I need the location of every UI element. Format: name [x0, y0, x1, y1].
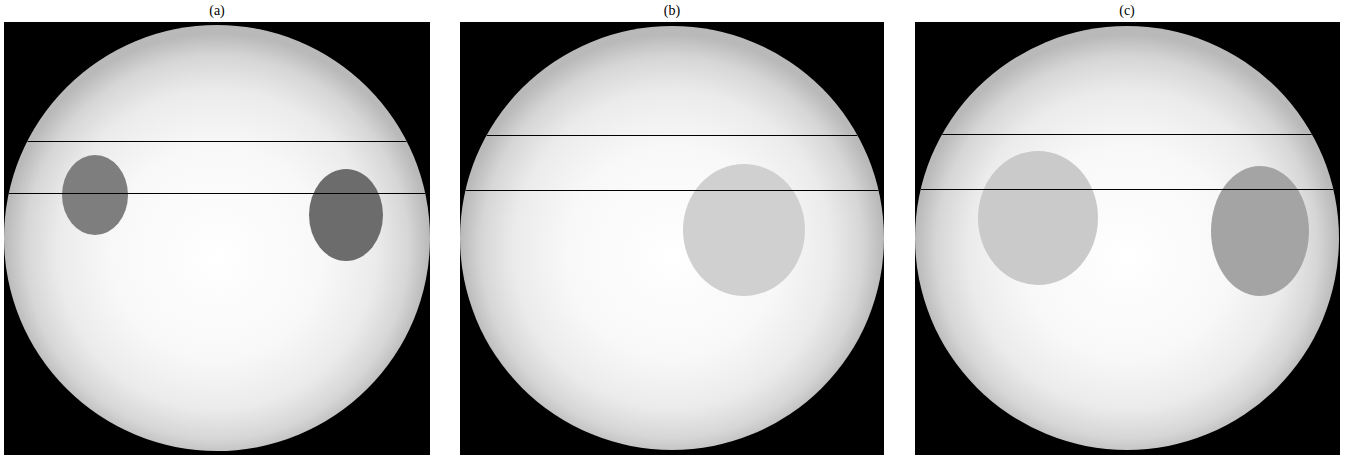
panel-label: (a): [209, 3, 225, 19]
star-panel: [460, 22, 884, 455]
starspot: [978, 151, 1098, 285]
latitude-line: [9, 193, 425, 194]
starspot: [62, 155, 128, 235]
stellar-disk: [460, 26, 884, 450]
latitude-line: [487, 135, 858, 136]
star-panel: [4, 22, 430, 455]
panel-label: (b): [664, 3, 680, 19]
starspot: [1211, 166, 1309, 296]
latitude-line: [921, 189, 1334, 190]
stellar-disk: [915, 26, 1339, 450]
background: [460, 22, 884, 455]
starspot: [309, 169, 383, 261]
panel-label: (c): [1119, 3, 1135, 19]
background: [915, 22, 1340, 455]
star-panel: [915, 22, 1340, 455]
latitude-line: [27, 141, 406, 142]
background: [4, 22, 430, 455]
latitude-line: [466, 190, 879, 191]
latitude-line: [942, 134, 1311, 135]
stellar-disk: [4, 25, 430, 451]
starspot: [683, 164, 805, 296]
